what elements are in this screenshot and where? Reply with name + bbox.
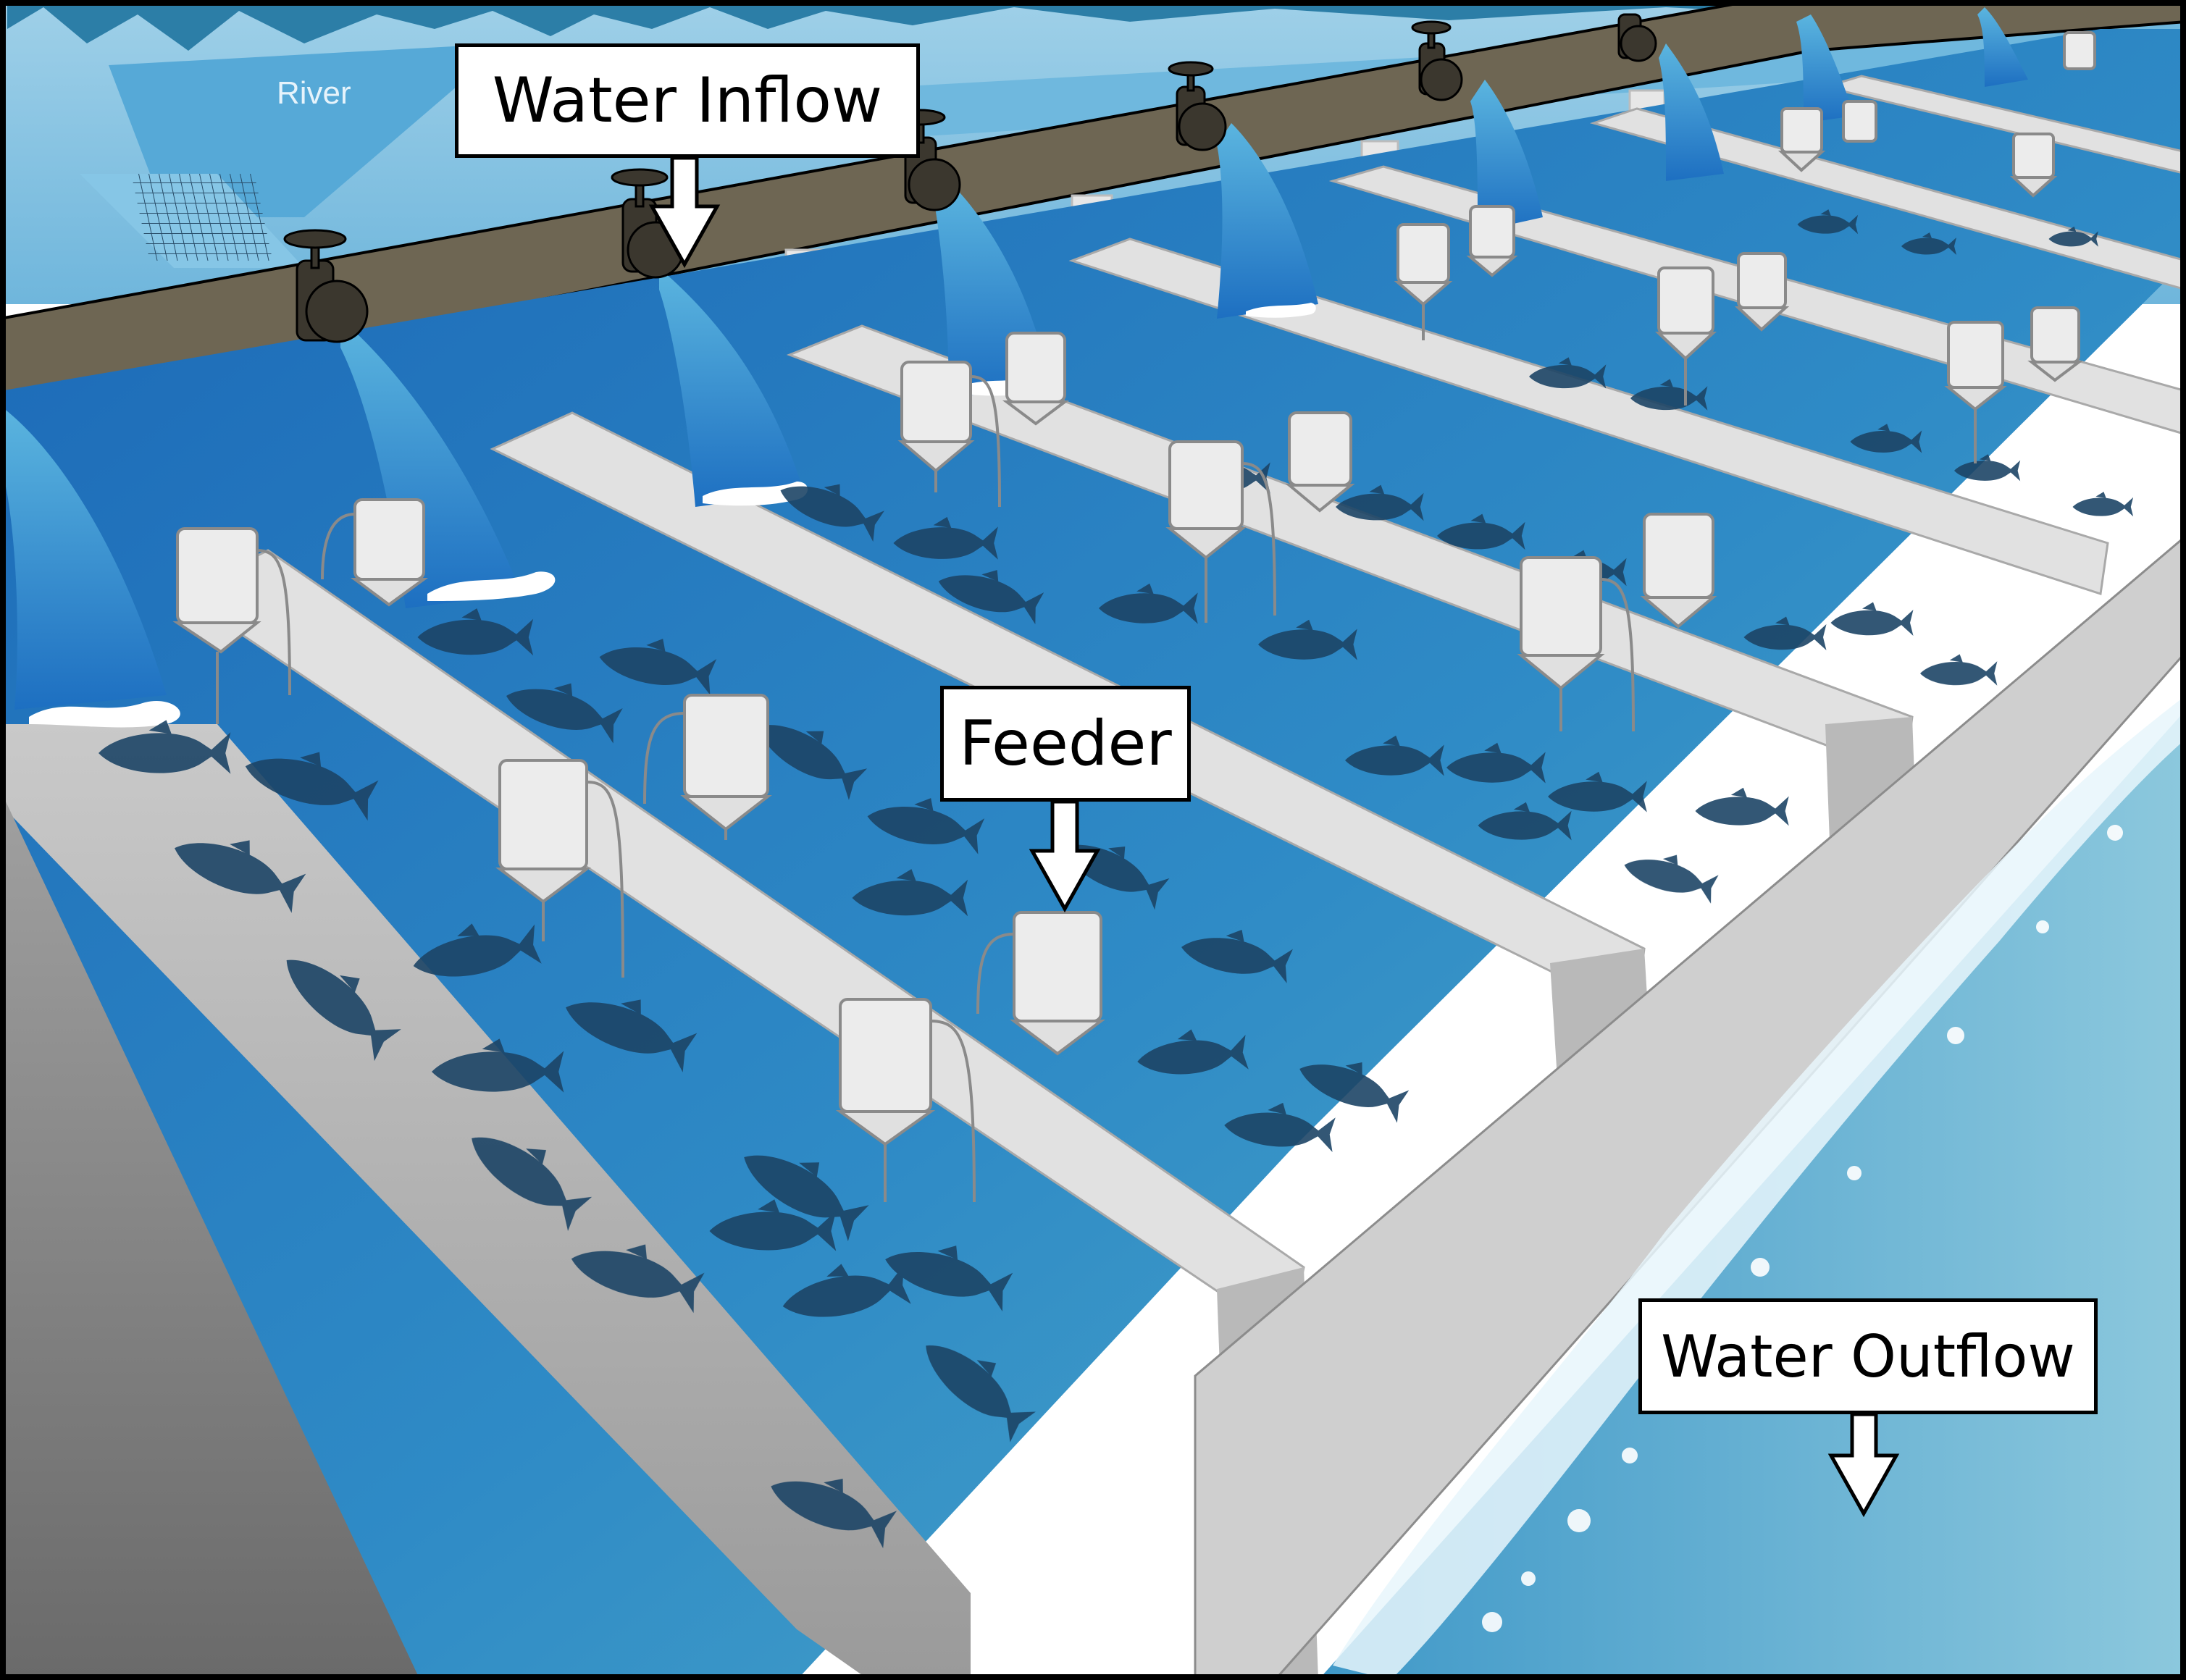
feeder-hopper-icon bbox=[172, 527, 291, 724]
arrow-down-icon bbox=[648, 156, 721, 269]
feeder-hopper-icon bbox=[1944, 321, 2007, 463]
valve-icon bbox=[1168, 61, 1227, 151]
feeder-hopper-icon bbox=[2009, 133, 2058, 198]
arrow-down-icon bbox=[1827, 1412, 1900, 1518]
feeder-hopper-icon bbox=[1002, 332, 1069, 426]
feeder-hopper-icon bbox=[897, 361, 1001, 508]
feeder-hopper-icon bbox=[1734, 252, 1790, 332]
feeder-hopper-icon bbox=[1285, 411, 1355, 513]
feeder-hopper-icon bbox=[2027, 306, 2083, 382]
feeder-hopper-icon bbox=[1394, 223, 1453, 340]
river-label: River bbox=[277, 75, 351, 111]
feeder-hopper-icon bbox=[1466, 205, 1518, 277]
water-inflow-label: Water Inflow bbox=[455, 43, 920, 158]
valve-icon bbox=[283, 229, 369, 343]
feeder-hopper-icon bbox=[835, 998, 976, 1203]
feeder-hopper-icon bbox=[1777, 107, 1826, 172]
feeder-label: Feeder bbox=[940, 686, 1191, 802]
valve-icons bbox=[283, 13, 1657, 343]
feeder-hopper-icon bbox=[1654, 266, 1717, 406]
feeder-hopper-icon bbox=[1165, 440, 1276, 623]
feeder-hopper-icon bbox=[495, 759, 624, 978]
feeder-hopper-icon bbox=[321, 498, 429, 607]
water-outflow-label: Water Outflow bbox=[1638, 1298, 2098, 1414]
valve-icon bbox=[1617, 13, 1657, 62]
feeder-hopper-icon bbox=[643, 694, 772, 840]
feeder-hopper-icon bbox=[2063, 31, 2096, 70]
feeder-hopper-icon bbox=[1842, 100, 1877, 143]
feeder-hopper-icon bbox=[976, 911, 1105, 1056]
feeder-hopper-icon bbox=[1640, 513, 1717, 629]
valve-icon bbox=[1411, 20, 1463, 101]
feeders bbox=[172, 31, 2096, 1203]
feeder-hopper-icon bbox=[1517, 556, 1635, 732]
water-jets bbox=[0, 7, 2028, 710]
arrow-down-icon bbox=[1029, 799, 1101, 913]
